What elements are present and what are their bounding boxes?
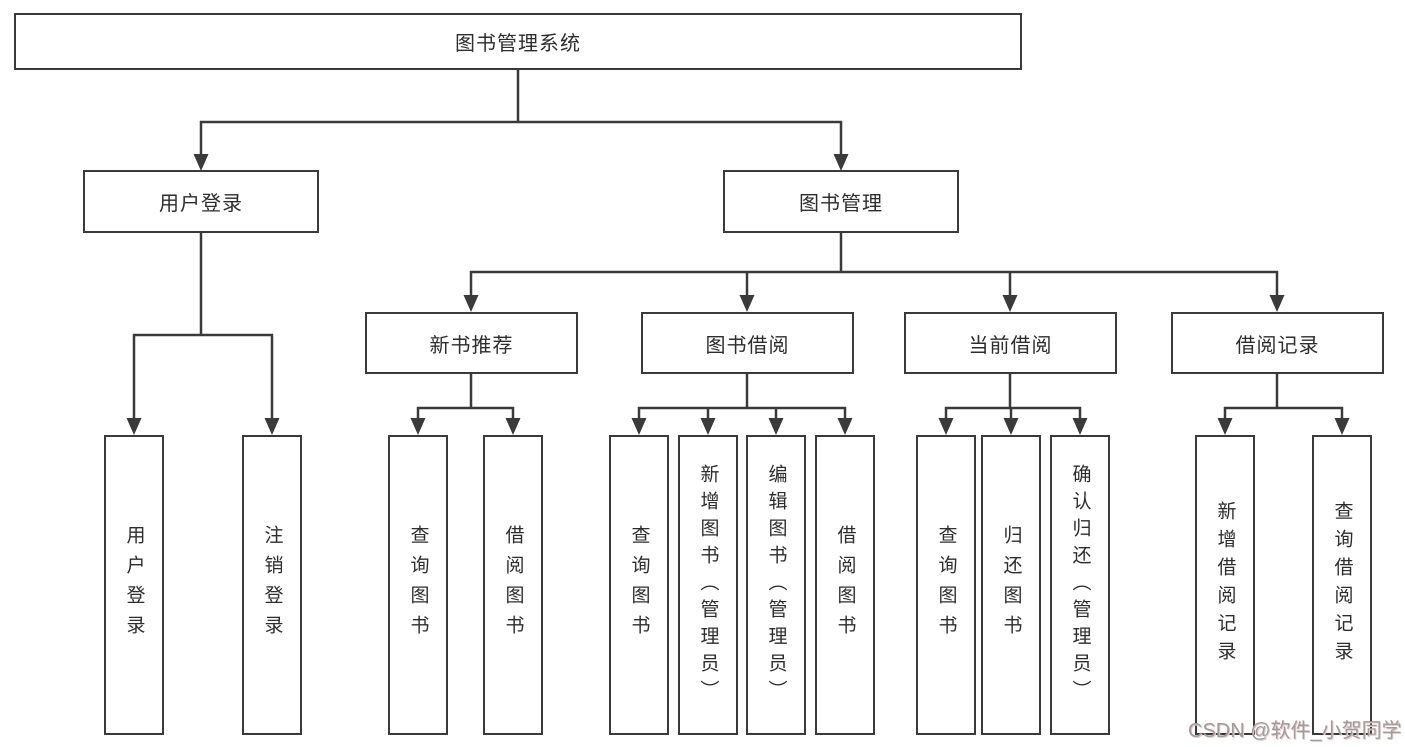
- leaf-query-books-borrow-label: 查询图书: [628, 525, 650, 645]
- leaf-return-book: 归还图书: [981, 435, 1041, 735]
- node-user-login: 用户登录: [83, 170, 319, 233]
- leaf-add-borrow-record-label: 新增借阅记录: [1214, 501, 1236, 669]
- leaf-query-borrow-record-label: 查询借阅记录: [1331, 501, 1353, 669]
- leaf-user-login-label: 用户登录: [123, 525, 145, 645]
- leaf-borrow-books-recommend: 借阅图书: [483, 435, 543, 735]
- leaf-add-borrow-record: 新增借阅记录: [1195, 435, 1255, 735]
- node-book-management: 图书管理: [723, 170, 959, 233]
- node-new-book-recommendation: 新书推荐: [365, 312, 578, 374]
- leaf-confirm-return-admin: 确认归还（管理员）: [1050, 435, 1110, 735]
- leaf-add-book-admin-label: 新增图书（管理员）: [697, 463, 719, 707]
- leaf-query-books-borrow: 查询图书: [609, 435, 669, 735]
- node-current-borrowing: 当前借阅: [904, 312, 1117, 374]
- leaf-logout-label: 注销登录: [261, 525, 283, 645]
- leaf-borrow-books: 借阅图书: [815, 435, 875, 735]
- leaf-query-books-recommend-label: 查询图书: [407, 525, 429, 645]
- node-book-borrowing: 图书借阅: [641, 312, 854, 374]
- leaf-return-book-label: 归还图书: [1000, 525, 1022, 645]
- leaf-query-books-current: 查询图书: [916, 435, 976, 735]
- node-borrowing-records: 借阅记录: [1171, 312, 1384, 374]
- csdn-watermark: CSDN @软件_小贺同学: [1188, 720, 1402, 742]
- leaf-logout: 注销登录: [242, 435, 302, 735]
- node-library-management-system: 图书管理系统: [14, 13, 1022, 70]
- leaf-query-books-current-label: 查询图书: [935, 525, 957, 645]
- leaf-user-login: 用户登录: [104, 435, 164, 735]
- leaf-add-book-admin: 新增图书（管理员）: [678, 435, 738, 735]
- leaf-borrow-books-recommend-label: 借阅图书: [502, 525, 524, 645]
- leaf-confirm-return-admin-label: 确认归还（管理员）: [1069, 463, 1091, 707]
- leaf-edit-book-admin-label: 编辑图书（管理员）: [765, 463, 787, 707]
- leaf-edit-book-admin: 编辑图书（管理员）: [746, 435, 806, 735]
- leaf-query-books-recommend: 查询图书: [388, 435, 448, 735]
- leaf-borrow-books-label: 借阅图书: [834, 525, 856, 645]
- leaf-query-borrow-record: 查询借阅记录: [1312, 435, 1372, 735]
